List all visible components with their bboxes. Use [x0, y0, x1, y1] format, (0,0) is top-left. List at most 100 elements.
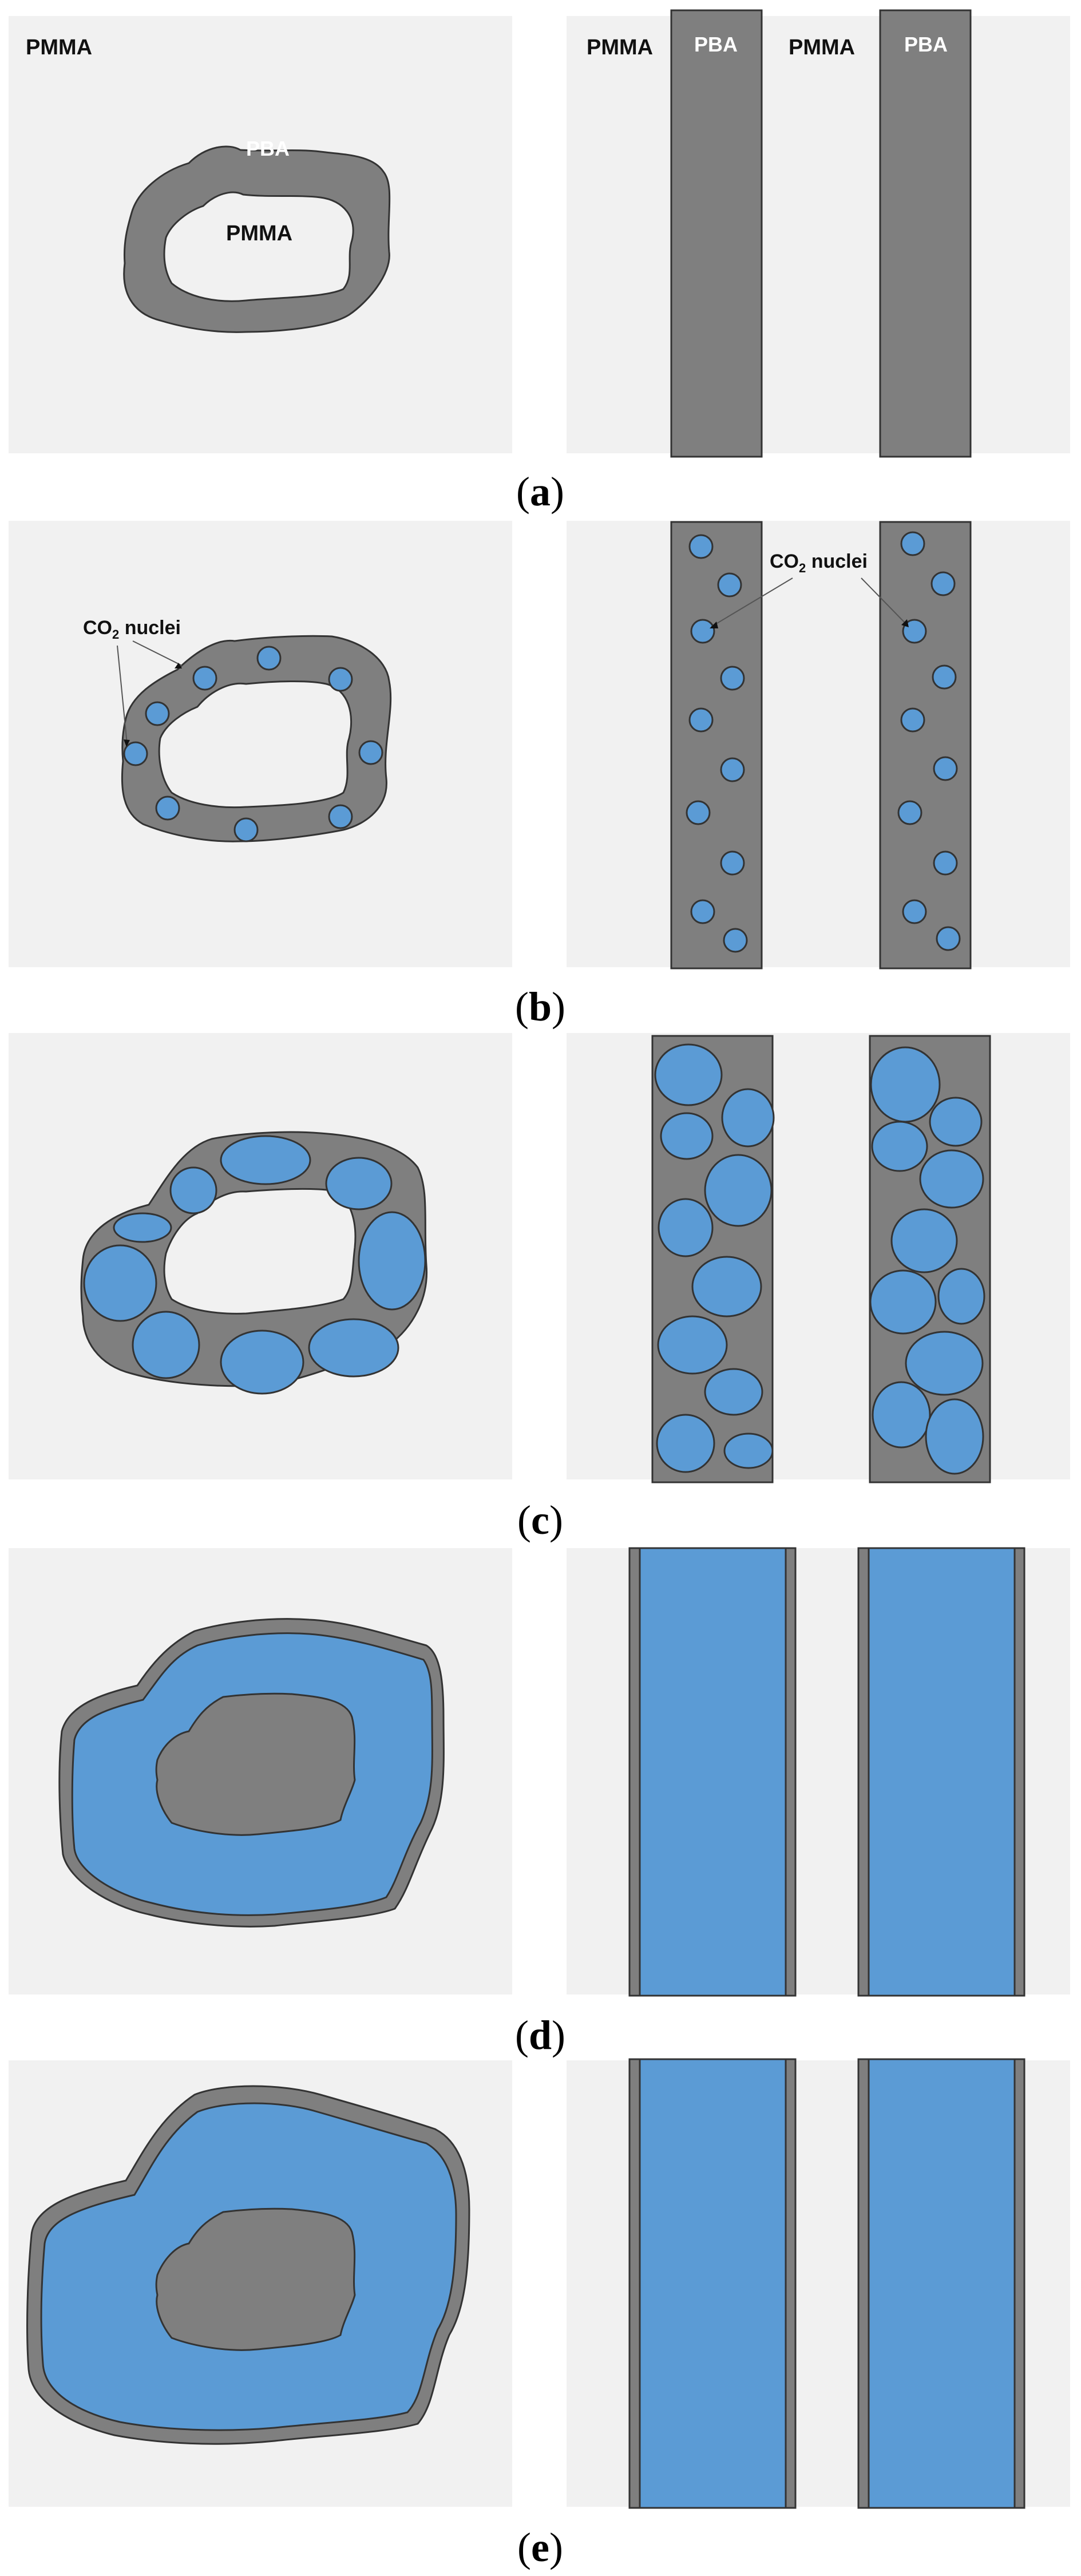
co2-bubble	[937, 1268, 985, 1325]
stage-c: (c)	[9, 1033, 1070, 1543]
co2-nucleus	[328, 667, 353, 692]
stage-a: PMMA PBA PMMA PMMA PBA PMMA PBA (a)	[9, 9, 1070, 515]
co2-bubble	[925, 1398, 984, 1475]
panel-b-right-background	[567, 521, 1070, 967]
co2-nucleus	[932, 664, 957, 690]
co2-foam-layer-d-2	[868, 1547, 1016, 1997]
co2-bubble	[660, 1112, 714, 1160]
caption-c: (c)	[517, 1497, 563, 1543]
co2-bubble	[654, 1043, 723, 1106]
co2-bubble	[220, 1329, 304, 1395]
co2-nucleus	[717, 572, 742, 597]
co2-nucleus	[720, 757, 745, 782]
co2-bubble	[113, 1212, 172, 1243]
co2-nucleus	[897, 800, 922, 825]
co2-foam-layer-e-1	[639, 2058, 787, 2509]
stage-e: (e)	[9, 2058, 1070, 2570]
co2-foam-layer-d-1	[639, 1547, 787, 1997]
co2-foam-layer-e-2	[868, 2058, 1016, 2509]
co2-bubble	[721, 1088, 775, 1147]
co2-nucleus	[936, 926, 961, 951]
co2-nucleus	[192, 666, 217, 691]
co2-bubble	[872, 1381, 931, 1449]
co2-nucleus	[933, 850, 958, 876]
pointer-line	[861, 577, 908, 626]
caption-b: (b)	[515, 984, 565, 1030]
panel-a-right-background	[567, 16, 1070, 453]
pmma-label-a-right-2: PMMA	[789, 35, 855, 60]
co2-bubble	[132, 1311, 200, 1379]
co2-nucleus	[902, 899, 927, 924]
pmma-label-a-right-1: PMMA	[587, 35, 653, 60]
co2-bubble	[358, 1211, 426, 1311]
pba-label-a-right-2: PBA	[904, 33, 948, 56]
pba-ring-a	[123, 145, 391, 333]
caption-a: (a)	[516, 469, 564, 515]
co2-foam-layer-e	[40, 2102, 457, 2431]
co2-nucleus	[123, 741, 148, 766]
co2-nucleus	[256, 646, 282, 671]
co2-bubble	[704, 1368, 763, 1416]
co2-bubble	[308, 1318, 399, 1378]
pointer-line	[711, 577, 793, 627]
pba-ring-b	[121, 635, 392, 842]
caption-d: (d)	[515, 2012, 565, 2058]
pointer-arrowhead	[124, 739, 130, 747]
pba-layer-a-2	[879, 9, 972, 458]
pba-label-a-right-1: PBA	[694, 33, 738, 56]
pmma-label-a-left-outer: PMMA	[26, 35, 92, 60]
pointer-arrowhead	[175, 663, 182, 668]
co2-bubble	[905, 1331, 984, 1396]
co2-nucleus	[233, 817, 259, 842]
co2-bubble	[658, 1198, 714, 1257]
co2-nucleus	[720, 666, 745, 691]
co2-bubble	[325, 1157, 393, 1210]
pointer-arrowhead	[710, 622, 718, 628]
co2-nuclei-label-b-right: CO2 nuclei	[770, 551, 868, 575]
co2-bubble	[871, 1121, 928, 1172]
panel-a-left-background	[9, 16, 512, 453]
co2-bubble	[220, 1135, 311, 1185]
pba-layer-b-2	[879, 521, 972, 970]
co2-bubble	[691, 1256, 762, 1317]
co2-bubble	[704, 1154, 773, 1227]
co2-nucleus	[930, 571, 956, 596]
co2-bubbles-ring-c	[83, 1135, 426, 1395]
co2-nucleus	[902, 619, 927, 644]
pointer-arrowhead	[901, 619, 909, 627]
co2-bubble	[723, 1433, 774, 1469]
co2-bubble	[869, 1269, 937, 1335]
co2-bubble	[919, 1149, 984, 1209]
co2-nucleus	[155, 796, 180, 821]
panel-c-right-background	[567, 1033, 1070, 1479]
co2-nucleus	[145, 701, 170, 726]
pointer-line	[117, 645, 128, 745]
co2-nucleus	[688, 707, 714, 733]
pointer-line	[132, 640, 183, 666]
co2-bubble	[890, 1208, 958, 1273]
co2-nucleus	[690, 619, 715, 644]
co2-nucleus	[900, 531, 925, 556]
co2-nucleus	[686, 800, 711, 825]
stage-d: (d)	[9, 1547, 1070, 2058]
co2-nucleus	[720, 850, 745, 876]
co2-nucleus	[900, 707, 925, 733]
pmma-label-a-left-inner: PMMA	[226, 221, 292, 246]
co2-bubble	[929, 1097, 983, 1147]
co2-bubble	[83, 1244, 157, 1322]
co2-nuclei-ring-b	[123, 646, 383, 842]
co2-nucleus	[933, 756, 958, 781]
co2-nucleus	[690, 899, 715, 924]
caption-e: (e)	[517, 2524, 563, 2570]
co2-bubble	[657, 1315, 728, 1375]
co2-nuclei-label-b-left: CO2 nuclei	[83, 617, 181, 642]
panel-b-left-background	[9, 521, 512, 967]
pba-layer-a-1	[670, 9, 763, 458]
co2-nucleus	[358, 740, 383, 765]
co2-bubbles-layers-c	[654, 1043, 985, 1475]
pba-label-a-left: PBA	[246, 137, 290, 160]
co2-bubble	[169, 1166, 217, 1214]
co2-foam-layer-d	[71, 1632, 433, 1916]
co2-nucleus	[688, 534, 714, 559]
